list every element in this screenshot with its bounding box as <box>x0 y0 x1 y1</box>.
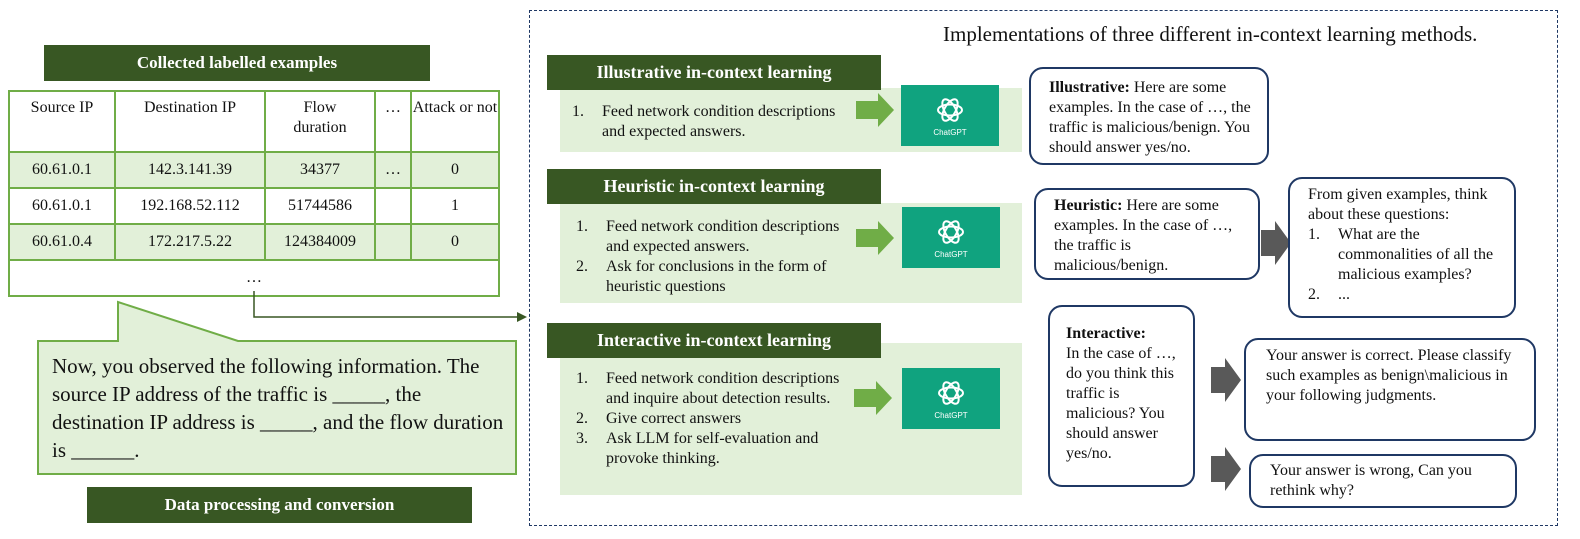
table-cell: 172.217.5.22 <box>114 223 266 261</box>
heuristic-header: Heuristic in-context learning <box>547 169 881 204</box>
chatgpt-label: ChatGPT <box>934 410 968 420</box>
table-cell <box>374 223 412 261</box>
methods-title: Implementations of three different in-co… <box>943 22 1478 46</box>
bubble-bold-label: Heuristic: <box>1054 197 1123 214</box>
bubble-text: In the case of …, do you think this traf… <box>1066 345 1176 462</box>
chatgpt-logo: ChatGPT <box>902 368 1000 429</box>
prompt-text: Now, you observed the following informat… <box>52 354 504 462</box>
table-row: 60.61.0.1 142.3.141.39 34377 … 0 <box>8 151 500 189</box>
header-cell: Flow duration <box>264 90 376 153</box>
heuristic-step: 1.Feed network condition descriptions an… <box>576 218 840 255</box>
examples-table: Source IP Destination IP Flow duration …… <box>8 90 500 297</box>
methods-frame <box>529 10 1558 526</box>
table-cell: 192.168.52.112 <box>114 187 266 225</box>
wrong-answer-bubble: Your answer is wrong, Can you rethink wh… <box>1249 454 1517 508</box>
green-arrow-icon <box>856 93 894 127</box>
illustrative-bubble: Illustrative: Here are some examples. In… <box>1029 67 1269 165</box>
illustrative-header: Illustrative in-context learning <box>547 55 881 90</box>
header-cell: Source IP <box>8 90 116 153</box>
table-cell: 60.61.0.4 <box>8 223 116 261</box>
table-cell <box>374 187 412 225</box>
heuristic-step: 2.Ask for conclusions in the form of heu… <box>576 258 827 295</box>
heuristic-questions-bubble: From given examples, think about these q… <box>1288 177 1516 318</box>
interactive-step: 1.Feed network condition descriptions an… <box>576 370 840 407</box>
table-cell: … <box>374 151 412 189</box>
table-header-row: Source IP Destination IP Flow duration …… <box>8 90 500 153</box>
bubble-bold-label: Illustrative: <box>1049 79 1130 96</box>
header-cell: Destination IP <box>114 90 266 153</box>
chatgpt-icon <box>938 219 964 244</box>
chatgpt-label: ChatGPT <box>934 249 968 259</box>
green-arrow-icon <box>854 381 892 415</box>
prompt-callout-shape <box>37 291 527 475</box>
interactive-step: 2.Give correct answers <box>576 410 742 427</box>
table-title: Collected labelled examples <box>44 45 430 81</box>
table-row: 60.61.0.4 172.217.5.22 124384009 0 <box>8 223 500 261</box>
interactive-bubble: Interactive: In the case of …, do you th… <box>1048 305 1195 487</box>
table-cell: 0 <box>410 223 500 261</box>
chatgpt-logo: ChatGPT <box>901 85 999 146</box>
table-cell: 142.3.141.39 <box>114 151 266 189</box>
correct-answer-bubble: Your answer is correct. Please classify … <box>1244 338 1536 441</box>
interactive-step: 3.Ask LLM for self-evaluation and provok… <box>576 430 819 467</box>
bubble-bold-label: Interactive: <box>1066 325 1146 342</box>
interactive-header: Interactive in-context learning <box>547 323 881 358</box>
chatgpt-logo: ChatGPT <box>902 207 1000 268</box>
heuristic-bubble: Heuristic: Here are some examples. In th… <box>1034 188 1260 280</box>
chatgpt-icon <box>938 380 964 405</box>
table-cell: 60.61.0.1 <box>8 187 116 225</box>
chatgpt-icon <box>937 97 963 122</box>
table-ellipsis-row: … <box>8 259 500 297</box>
connector-line <box>253 291 518 318</box>
bubble-text: Here are some examples. In the case of …… <box>1054 197 1233 274</box>
table-cell: 124384009 <box>264 223 376 261</box>
ellipsis-cell: … <box>8 259 500 297</box>
gray-arrow-icon <box>1261 221 1291 265</box>
table-cell: 60.61.0.1 <box>8 151 116 189</box>
gray-arrow-icon <box>1211 358 1241 402</box>
connector-arrowhead <box>517 312 527 322</box>
question-item: 1.What are the commonalities of all the … <box>1308 226 1494 283</box>
table-cell: 34377 <box>264 151 376 189</box>
header-cell: Attack or not <box>410 90 500 153</box>
table-cell: 1 <box>410 187 500 225</box>
bubble-text: Here are some examples. In the case of …… <box>1049 79 1251 156</box>
questions-intro: From given examples, think about these q… <box>1308 186 1488 223</box>
table-cell: 0 <box>410 151 500 189</box>
header-cell: … <box>374 90 412 153</box>
gray-arrow-icon <box>1211 447 1241 491</box>
question-item: 2.... <box>1308 286 1350 303</box>
chatgpt-label: ChatGPT <box>933 127 967 137</box>
data-processing-label: Data processing and conversion <box>87 487 472 523</box>
table-row: 60.61.0.1 192.168.52.112 51744586 1 <box>8 187 500 225</box>
green-arrow-icon <box>856 221 894 255</box>
table-cell: 51744586 <box>264 187 376 225</box>
illustrative-step: 1.Feed network condition descriptions an… <box>572 103 836 140</box>
